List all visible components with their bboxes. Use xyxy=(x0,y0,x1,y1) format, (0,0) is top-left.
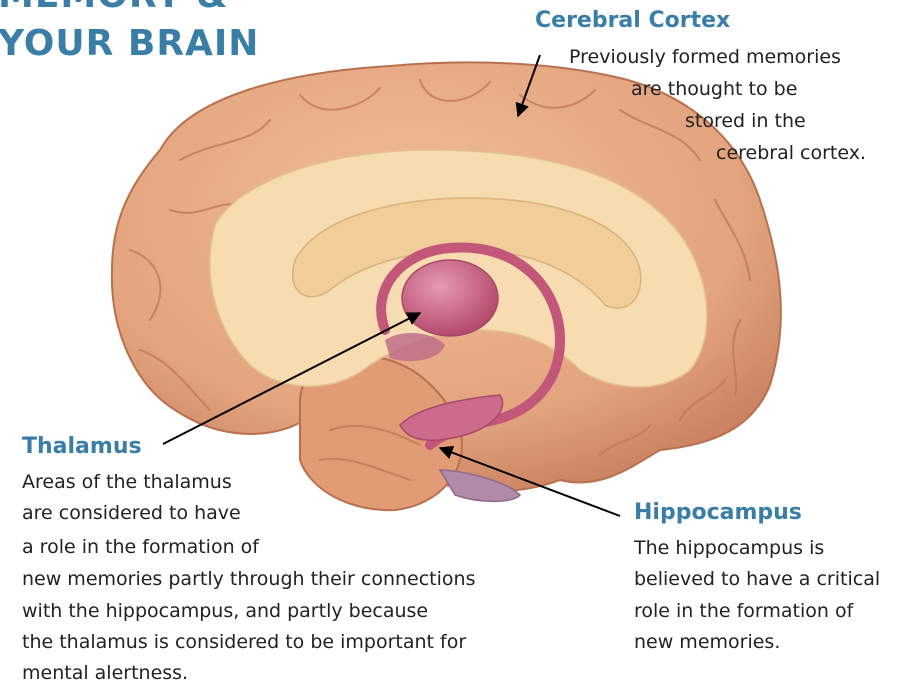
hippocampus-heading: Hippocampus xyxy=(634,500,802,525)
thalamus-text-line: the thalamus is considered to be importa… xyxy=(22,629,466,655)
thalamus-heading: Thalamus xyxy=(22,434,142,459)
cortex-text-line: are thought to be xyxy=(631,76,797,102)
hippocampus-text-line: role in the formation of xyxy=(634,598,853,624)
thalamus xyxy=(402,260,498,336)
thalamus-text-line: new memories partly through their connec… xyxy=(22,566,475,592)
thalamus-text-line: Areas of the thalamus xyxy=(22,469,232,495)
hippocampus-text-line: The hippocampus is xyxy=(634,535,824,561)
hippocampus-text-line: new memories. xyxy=(634,629,780,655)
thalamus-text-line: with the hippocampus, and partly because xyxy=(22,598,428,624)
thalamus-text-line: a role in the formation of xyxy=(22,534,259,560)
thalamus-text-line: mental alertness. xyxy=(22,660,188,686)
cortex-text-line: Previously formed memories xyxy=(569,44,841,70)
cortex-heading: Cerebral Cortex xyxy=(535,8,730,33)
cortex-text-line: stored in the xyxy=(685,108,806,134)
cortex-text-line: cerebral cortex. xyxy=(716,140,866,166)
hippocampus-text-line: believed to have a critical xyxy=(634,566,880,592)
thalamus-text-line: are considered to have xyxy=(22,500,241,526)
